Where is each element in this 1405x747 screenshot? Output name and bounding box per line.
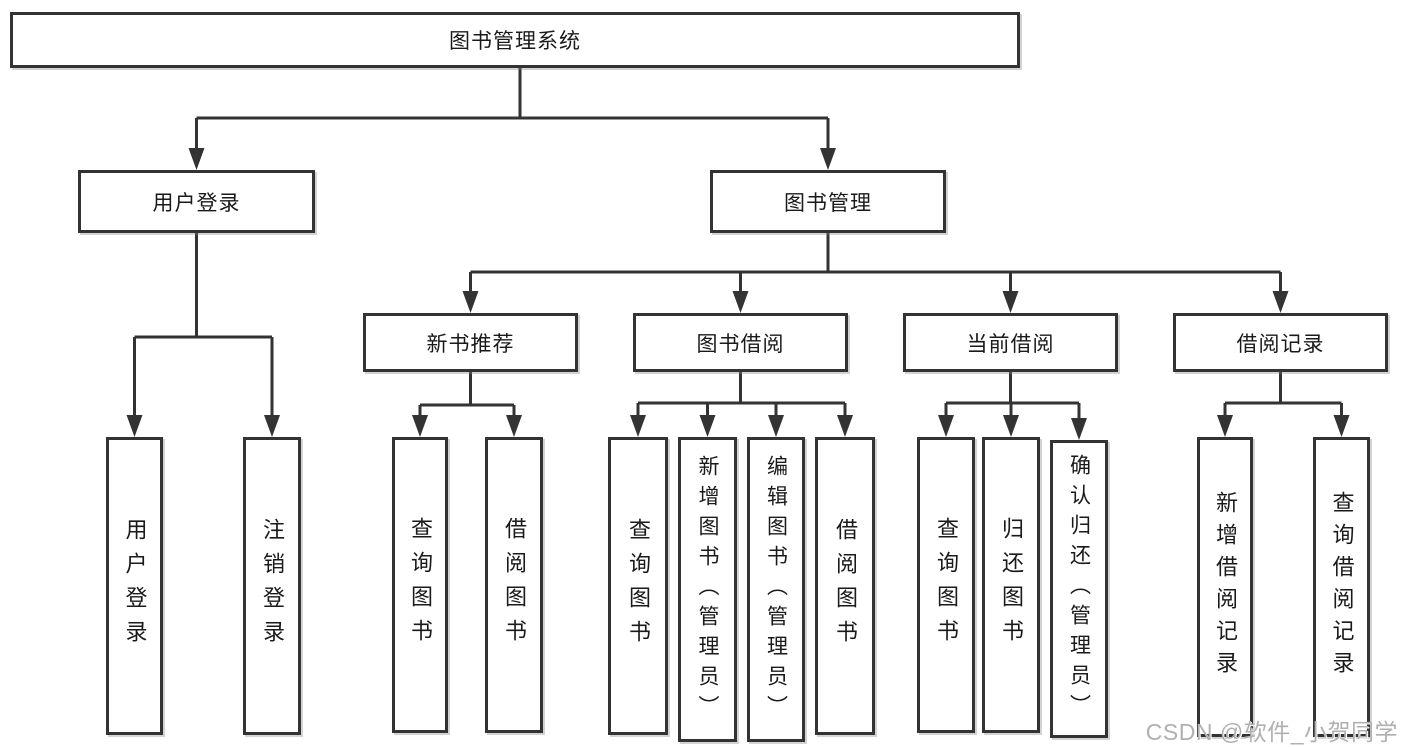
node-leaf-add-borrow-record-label: 新增借阅记录 <box>1213 491 1238 683</box>
edge-bookborrow-to-leaves <box>636 372 847 417</box>
arrowhead <box>1002 291 1019 313</box>
node-leaf-confirm-return-admin-label: 确认归还（管理员） <box>1067 454 1091 724</box>
node-leaf-query-books-2-label: 查询图书 <box>626 518 651 654</box>
arrowhead <box>1003 415 1019 437</box>
edge-bookmgmt-to-level3 <box>469 233 1282 293</box>
arrowhead <box>1071 418 1087 440</box>
node-root: 图书管理系统 <box>10 12 1020 68</box>
node-leaf-query-books-1-label: 查询图书 <box>408 517 433 653</box>
arrowhead <box>126 415 143 437</box>
edge-root-to-level2 <box>195 68 830 150</box>
edge-borrowrecord-to-leaves <box>1223 372 1343 417</box>
watermark-text: CSDN @软件_小贺同学 <box>1145 719 1398 745</box>
node-leaf-query-books-3-label: 查询图书 <box>934 517 959 653</box>
node-new-book-recommend: 新书推荐 <box>363 313 578 372</box>
node-leaf-add-books-admin-label: 新增图书（管理员） <box>696 454 719 725</box>
node-leaf-query-books-2: 查询图书 <box>608 437 668 735</box>
node-leaf-return-books: 归还图书 <box>982 437 1040 733</box>
node-user-login: 用户登录 <box>78 170 315 233</box>
node-leaf-query-books-1: 查询图书 <box>392 437 448 733</box>
node-leaf-edit-books-admin: 编辑图书（管理员） <box>747 437 805 742</box>
arrowhead <box>820 148 836 170</box>
arrowhead <box>412 415 428 437</box>
node-current-borrow: 当前借阅 <box>903 313 1118 372</box>
arrowhead <box>1333 415 1350 437</box>
node-leaf-borrow-books-1-label: 借阅图书 <box>502 517 527 653</box>
edge-currentborrow-to-leaves <box>944 372 1081 418</box>
arrowhead <box>1272 291 1289 313</box>
node-user-login-label: 用户登录 <box>152 191 241 215</box>
node-book-borrow: 图书借阅 <box>633 313 848 372</box>
node-book-management-label: 图书管理 <box>784 191 872 215</box>
edge-userlogin-to-leaves <box>133 233 274 417</box>
arrowhead <box>768 415 784 437</box>
node-leaf-return-books-label: 归还图书 <box>999 517 1024 653</box>
node-book-management: 图书管理 <box>710 170 946 233</box>
edge-newbookrec-to-leaves <box>418 372 516 417</box>
node-leaf-confirm-return-admin: 确认归还（管理员） <box>1050 440 1108 738</box>
node-leaf-add-borrow-record: 新增借阅记录 <box>1197 437 1253 737</box>
node-leaf-query-borrow-record-label: 查询借阅记录 <box>1329 491 1355 683</box>
arrowhead <box>699 415 716 437</box>
node-leaf-logout-label: 注销登录 <box>260 518 285 654</box>
node-leaf-add-books-admin: 新增图书（管理员） <box>678 437 737 742</box>
arrowhead <box>462 291 479 313</box>
arrowhead <box>938 415 954 437</box>
node-leaf-user-login: 用户登录 <box>106 437 163 735</box>
arrowhead <box>264 415 280 437</box>
arrowhead <box>732 291 749 313</box>
node-leaf-user-login-label: 用户登录 <box>122 518 148 654</box>
node-leaf-borrow-books-1: 借阅图书 <box>485 437 543 733</box>
node-root-label: 图书管理系统 <box>449 30 581 53</box>
node-leaf-query-borrow-record: 查询借阅记录 <box>1313 437 1370 737</box>
node-leaf-borrow-books-2: 借阅图书 <box>815 437 875 735</box>
node-leaf-edit-books-admin-label: 编辑图书（管理员） <box>764 454 788 725</box>
arrowhead <box>188 148 205 170</box>
node-leaf-borrow-books-2-label: 借阅图书 <box>833 518 858 654</box>
node-borrow-record-label: 借阅记录 <box>1236 332 1325 356</box>
node-leaf-logout: 注销登录 <box>243 437 301 735</box>
node-borrow-record: 借阅记录 <box>1173 313 1388 372</box>
arrowhead <box>837 415 853 437</box>
arrowheads <box>126 148 1350 440</box>
arrowhead <box>506 415 522 437</box>
node-leaf-query-books-3: 查询图书 <box>917 437 975 733</box>
arrowhead <box>1217 415 1233 437</box>
node-new-book-recommend-label: 新书推荐 <box>426 332 515 356</box>
node-book-borrow-label: 图书借阅 <box>696 332 785 356</box>
node-current-borrow-label: 当前借阅 <box>966 332 1055 356</box>
arrowhead <box>630 415 646 437</box>
